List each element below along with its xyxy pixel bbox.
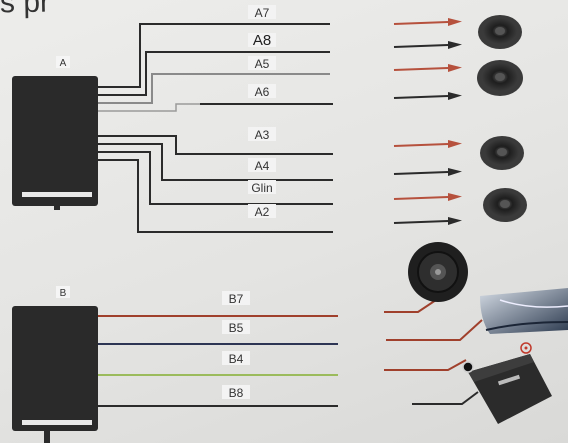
connector-b-tab (22, 420, 92, 425)
wire-b5-label-box (222, 320, 250, 334)
wire-glin-label-box (248, 180, 276, 194)
wire-a8-label: A8 (253, 32, 271, 49)
wire-a3-label-box (248, 127, 276, 141)
wire-a6-lead (98, 103, 200, 112)
wire-b4-label-box (222, 351, 250, 365)
battery-terminal-negative (462, 361, 474, 373)
speaker-icon (480, 136, 524, 170)
wire-b5-label: B5 (229, 321, 244, 335)
wire-a2-label: A2 (255, 205, 270, 219)
wire-a6: A6 (98, 84, 462, 112)
wire-glin-line (98, 151, 333, 205)
wire-a4-arrow (393, 168, 462, 176)
connector-a: A (12, 56, 98, 210)
wire-b8-lead (412, 391, 479, 405)
wire-a7-label: A7 (255, 6, 270, 20)
wire-a7-arrow (393, 18, 462, 26)
wire-b7: B7 (98, 291, 437, 317)
wire-a4-line (98, 143, 333, 181)
wire-a5-arrow (393, 64, 462, 72)
connector-a-label-box (56, 56, 70, 68)
wire-glin: Glin (98, 151, 462, 205)
wire-b4-label: B4 (229, 352, 244, 366)
horn-icon (408, 242, 468, 302)
connector-a-tab (22, 192, 92, 197)
speaker-icon (483, 188, 527, 222)
wire-a6-arrow (393, 92, 462, 100)
wire-b8: B8 (98, 385, 479, 407)
wire-a2: A2 (98, 159, 462, 233)
wire-a8-arrow (393, 41, 462, 49)
wire-b4-lead (384, 359, 467, 371)
wire-b5-lead (386, 319, 483, 341)
wire-glin-label: Glin (251, 181, 272, 195)
wire-b7-lead (384, 299, 437, 313)
wire-a5-label: A5 (255, 57, 270, 71)
wire-a3-line (98, 135, 333, 155)
wire-a8-label-box (248, 33, 276, 47)
connector-b-label-box (56, 286, 70, 298)
connector-b-foot (44, 428, 50, 443)
connector-b-label: B (60, 288, 67, 299)
wire-a2-arrow (393, 217, 462, 225)
wire-a5: A5 (98, 56, 462, 104)
wire-a7: A7 (98, 5, 462, 88)
wire-a6-label: A6 (255, 85, 270, 99)
connector-b-body (12, 306, 98, 431)
wire-a3: A3 (98, 127, 462, 155)
wire-b5: B5 (98, 319, 483, 345)
wire-b4: B4 (98, 351, 467, 376)
wire-a2-label-box (248, 204, 276, 218)
wire-a6-label-box (248, 84, 276, 98)
connector-a-label: A (60, 58, 67, 69)
wire-b7-label-box (222, 291, 250, 305)
speaker-icon (477, 60, 523, 96)
wire-glin-arrow (393, 193, 462, 201)
connector-b: B (12, 286, 98, 443)
wire-a5-label-box (248, 56, 276, 70)
wire-a8-line (98, 51, 330, 96)
connector-a-foot (54, 200, 60, 210)
wire-a4-label-box (248, 158, 276, 172)
speaker-icon (478, 15, 522, 49)
wire-a2-line (98, 159, 333, 233)
wire-b7-label: B7 (229, 292, 244, 306)
connector-a-body (12, 76, 98, 206)
wire-a7-label-box (248, 5, 276, 19)
battery-terminal-positive (520, 342, 532, 354)
wire-a3-label: A3 (255, 128, 270, 142)
wire-a4: A4 (98, 143, 462, 181)
wire-b8-label-box (222, 385, 250, 399)
wire-a5-line (98, 73, 330, 104)
wire-b8-label: B8 (229, 386, 244, 400)
wire-a4-label: A4 (255, 159, 270, 173)
car-body-icon (480, 288, 568, 334)
battery-icon (462, 342, 552, 424)
wire-a3-arrow (393, 140, 462, 148)
wire-a8: A8 (98, 32, 462, 96)
wire-a7-line (98, 23, 330, 88)
